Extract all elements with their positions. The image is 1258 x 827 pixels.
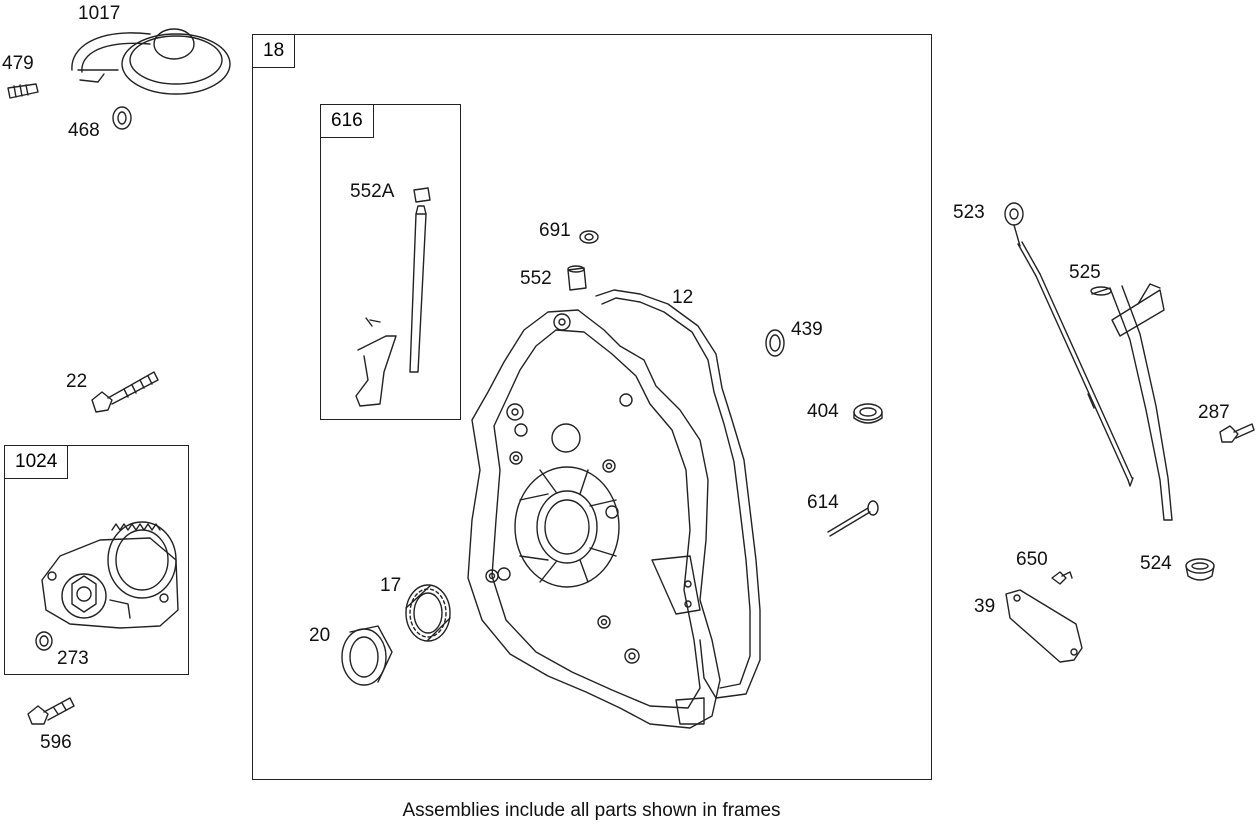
part-label-552: 552 (520, 268, 552, 289)
screw-287-drawing (1219, 423, 1255, 443)
frame-18: 18 (252, 34, 932, 780)
screw-650-drawing (1051, 571, 1073, 585)
part-label-552A: 552A (350, 181, 395, 202)
pin-drawing (827, 500, 879, 537)
part-label-1017: 1017 (78, 3, 121, 24)
bolt-drawing (91, 371, 159, 413)
oil-pump-drawing (41, 521, 179, 629)
part-label-468: 468 (68, 120, 100, 141)
part-label-12: 12 (672, 287, 694, 308)
part-label-404: 404 (807, 401, 839, 422)
part-label-650: 650 (1016, 549, 1048, 570)
part-label-524: 524 (1140, 553, 1172, 574)
part-label-525: 525 (1069, 262, 1101, 283)
part-label-691: 691 (539, 220, 571, 241)
governor-shaft-drawing (355, 187, 431, 407)
frame-616-label: 616 (320, 104, 374, 138)
part-label-479: 479 (2, 53, 34, 74)
part-label-439: 439 (791, 319, 823, 340)
ring-drawing (765, 329, 785, 357)
part-label-523: 523 (953, 202, 985, 223)
oil-seal-drawing (341, 625, 393, 686)
small-washer-drawing (579, 230, 599, 244)
washer-drawing (112, 106, 132, 130)
part-label-17: 17 (380, 575, 402, 596)
o-ring-drawing (35, 631, 53, 651)
fitting-drawing (7, 83, 39, 99)
frame-616: 616 (320, 104, 461, 420)
bearing-drawing (405, 584, 451, 642)
dipstick-tube-drawing (1090, 283, 1173, 521)
cover-plate-drawing (1005, 589, 1083, 663)
part-label-596: 596 (40, 732, 72, 753)
part-label-22: 22 (66, 371, 88, 392)
frame-1024-label: 1024 (4, 445, 69, 479)
diagram-caption: Assemblies include all parts shown in fr… (402, 800, 781, 821)
frame-1024: 1024 (4, 445, 189, 675)
screw-drawing (27, 697, 75, 725)
plug-drawing (1185, 558, 1215, 581)
part-label-39: 39 (974, 596, 996, 617)
part-label-273: 273 (57, 648, 89, 669)
dipstick-drawing (1004, 202, 1134, 487)
part-label-20: 20 (309, 625, 331, 646)
part-label-614: 614 (807, 492, 839, 513)
breather-cover-drawing (71, 28, 231, 95)
frame-18-label: 18 (252, 34, 296, 68)
seal-drawing (853, 403, 883, 424)
part-label-287: 287 (1198, 402, 1230, 423)
crankcase-cover-drawing (467, 309, 721, 729)
gasket-drawing (595, 289, 761, 699)
bushing-drawing (567, 265, 587, 291)
